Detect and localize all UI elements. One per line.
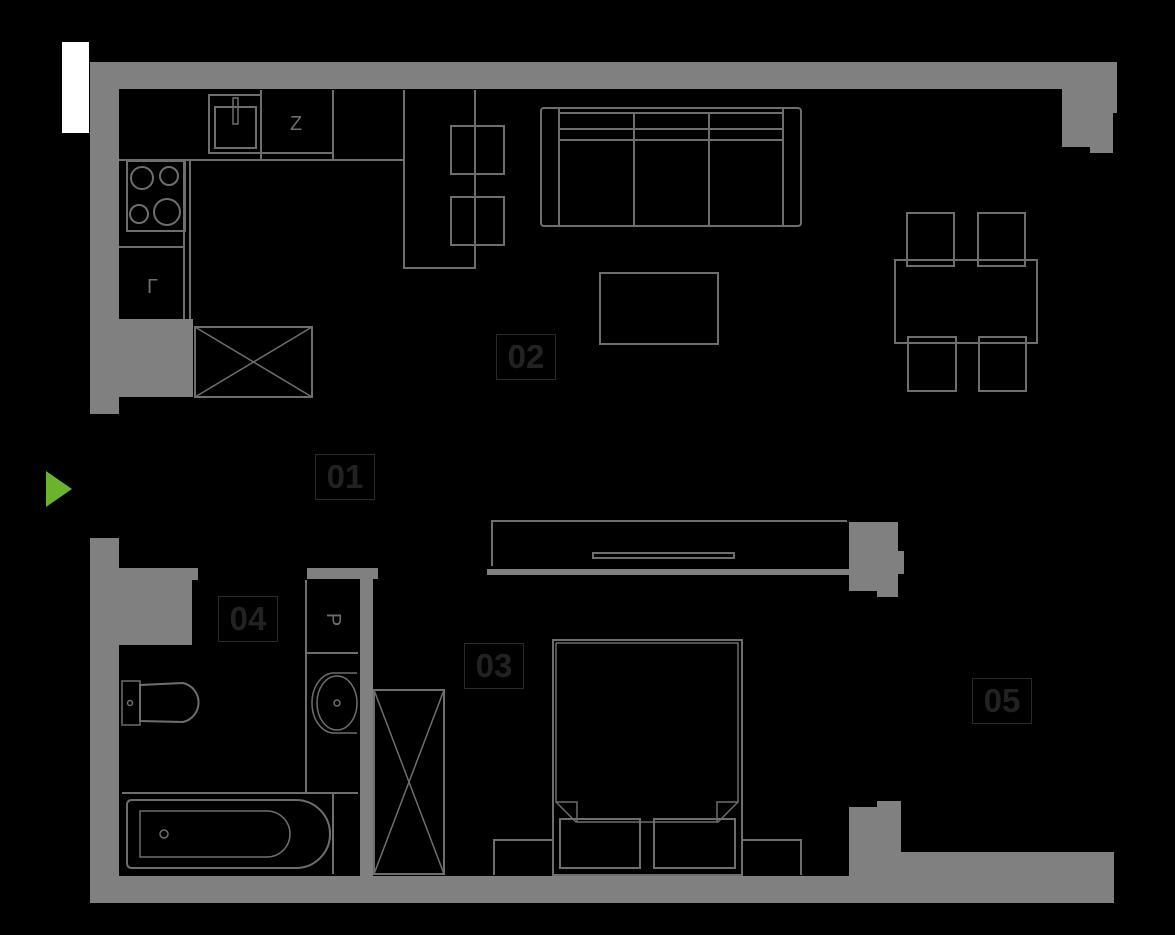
washbasin-icon [311, 672, 358, 734]
washer-label: P [322, 612, 345, 627]
nightstands [493, 839, 802, 875]
walls [90, 62, 1117, 903]
bathroom-fixtures [122, 580, 358, 874]
wardrobe-bedroom [491, 520, 847, 566]
sofa-icon [540, 107, 802, 227]
dishwasher-label: Z [290, 113, 303, 135]
toilet-icon [121, 680, 200, 726]
bathtub-icon [126, 799, 331, 869]
wardrobe-entry [194, 326, 313, 398]
room-label-04: 04 [218, 596, 278, 642]
fridge-label: L [147, 274, 159, 296]
room-label-01: 01 [315, 454, 375, 500]
room-label-03: 03 [464, 643, 524, 689]
room-label-05: 05 [972, 678, 1032, 724]
bed-icon [552, 639, 743, 876]
sink-icon [208, 94, 262, 154]
room-label-02: 02 [496, 334, 556, 380]
entry-arrow-icon [46, 471, 72, 507]
bar-counter [403, 90, 505, 269]
stove-icon [126, 160, 186, 232]
dining-table [894, 212, 1038, 392]
closet-hall [373, 689, 445, 875]
north-marker-icon [62, 42, 89, 133]
coffee-table [599, 272, 719, 345]
